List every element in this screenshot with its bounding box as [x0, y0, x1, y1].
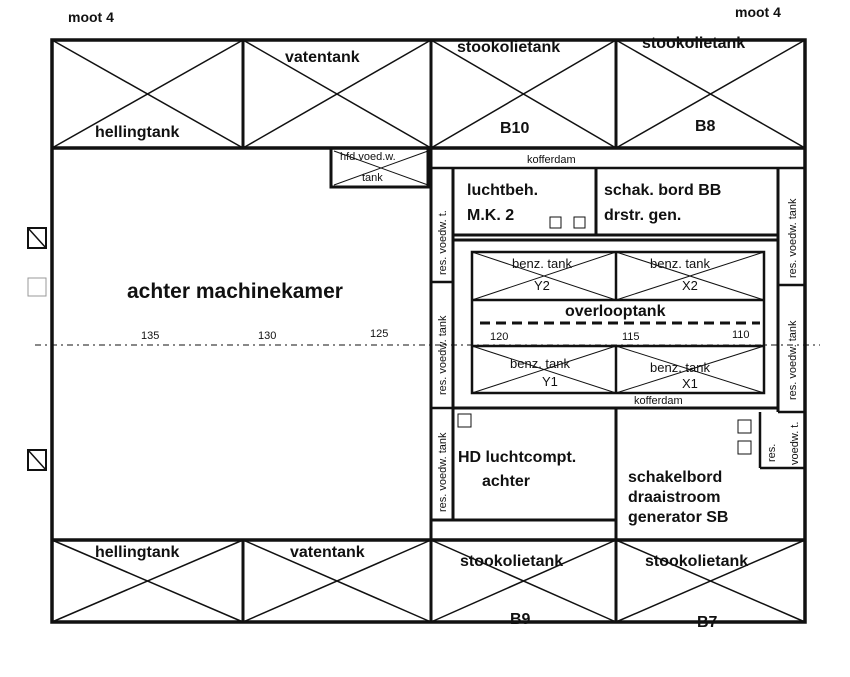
feed-tank-label: hfd.voed.w. [340, 151, 396, 163]
bottom-tank-label: vatentank [290, 544, 365, 561]
top-tank-label: stookolietank [642, 35, 745, 52]
benzine-tank-label: benz. tank [510, 356, 570, 371]
switchboard-sb-label: schakelbord [628, 469, 722, 486]
switchboard-bb-label: drstr. gen. [604, 207, 681, 224]
reserve-tank-label: res. [766, 444, 778, 462]
benzine-tank-label: Y2 [534, 278, 550, 293]
bottom-tank-label: hellingtank [95, 544, 180, 561]
reserve-tank-label: res. voedw. tank [787, 320, 799, 400]
bottom-tank-label: stookolietank [645, 553, 748, 570]
moot-label-left: moot 4 [68, 9, 114, 25]
benzine-tank-label: X1 [682, 376, 698, 391]
bottom-tank-code: B9 [510, 611, 531, 628]
reserve-tank-label: res. voedw. tank [437, 432, 449, 512]
feed-tank-label: tank [362, 172, 383, 184]
top-tank-label: hellingtank [95, 124, 180, 141]
air-treatment-label: M.K. 2 [467, 207, 514, 224]
reserve-tank-label: res. voedw. tank [787, 198, 799, 278]
frame-number: 130 [258, 330, 276, 342]
bottom-tank-label: stookolietank [460, 553, 563, 570]
switchboard-bb-label: schak. bord BB [604, 182, 721, 199]
hull-outline [50, 38, 807, 624]
top-tank-code: B10 [500, 120, 529, 137]
frame-number: 125 [370, 328, 388, 340]
engine-room-label: achter machinekamer [127, 280, 343, 303]
benzine-tank-label: benz. tank [512, 256, 572, 271]
hd-compressor-label: achter [482, 473, 530, 490]
frame-number: 115 [622, 331, 640, 343]
benzine-tank-label: X2 [682, 278, 698, 293]
reserve-tank-label: res. voedw. tank [437, 315, 449, 395]
bottom-tank-code: B7 [697, 614, 718, 631]
cofferdam-label: kofferdam [527, 154, 576, 166]
benzine-tank-label: benz. tank [650, 256, 710, 271]
top-tank-label: stookolietank [457, 39, 560, 56]
cofferdam-label: kofferdam [634, 395, 683, 407]
moot-label-right: moot 4 [735, 4, 781, 20]
overflow-tank-label: overlooptank [565, 303, 666, 320]
top-tank-code: B8 [695, 118, 716, 135]
hd-compressor-label: HD luchtcompt. [458, 449, 576, 466]
top-tank-label: vatentank [285, 49, 360, 66]
air-treatment-label: luchtbeh. [467, 182, 538, 199]
benzine-tank-label: Y1 [542, 374, 558, 389]
frame-number: 135 [141, 330, 159, 342]
frame-number: 110 [732, 329, 750, 341]
switchboard-sb-label: generator SB [628, 509, 728, 526]
reserve-tank-label: res. voedw. t. [437, 210, 449, 275]
reserve-tank-label: voedw. t. [789, 422, 801, 465]
frame-number: 120 [490, 331, 508, 343]
benzine-tank-label: benz. tank [650, 360, 710, 375]
switchboard-sb-label: draaistroom [628, 489, 720, 506]
